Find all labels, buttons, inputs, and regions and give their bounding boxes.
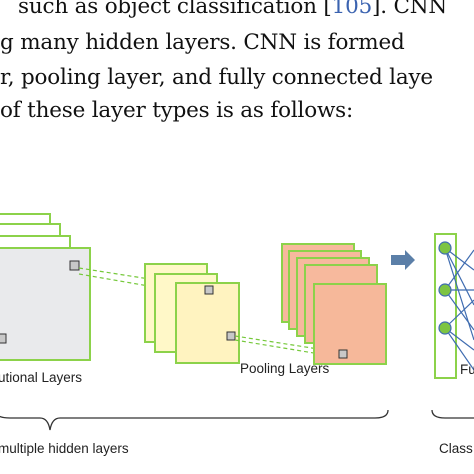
classifier-label: Class <box>439 441 473 456</box>
line-3-text: r, pooling layer, and fully connected la… <box>0 65 433 90</box>
fc-column <box>434 233 457 379</box>
hidden-layers-label: multiple hidden layers <box>0 441 129 456</box>
pool2-marker <box>338 349 348 359</box>
fully-connected-block <box>434 233 474 379</box>
fc-link <box>444 289 474 331</box>
convolutional-stack <box>0 213 91 361</box>
second-pooling-stack <box>281 243 387 365</box>
pooling-stack <box>144 263 240 364</box>
neuron <box>438 283 452 297</box>
pool2-sheet-front <box>313 283 387 365</box>
line-4-text: of these layer types is as follows: <box>0 98 354 123</box>
fc-link <box>444 247 474 341</box>
paragraph-line-1: such as object classification [105]. CNN <box>18 0 447 19</box>
fc-link <box>444 299 474 329</box>
line-2-text: g many hidden layers. CNN is formed <box>0 30 405 55</box>
neuron <box>438 321 452 335</box>
flow-arrow <box>391 250 415 270</box>
pool-marker-top <box>204 285 214 295</box>
conv-kernel-marker-top <box>69 260 80 271</box>
fully-connected-label: Fu <box>460 362 474 377</box>
fc-link <box>444 247 474 306</box>
paragraph-line-2: g many hidden layers. CNN is formed <box>0 30 405 55</box>
paragraph-line-4: of these layer types is as follows: <box>0 98 353 123</box>
pool-marker-bottom <box>226 331 236 341</box>
pooling-layers-label: Pooling Layers <box>240 361 330 376</box>
conv-kernel-marker-bottom <box>0 333 7 344</box>
fc-link <box>444 327 474 371</box>
classifier-brace <box>431 409 474 419</box>
fc-link <box>444 249 474 291</box>
paragraph-line-3: r, pooling layer, and fully connected la… <box>0 65 433 90</box>
hidden-layers-brace <box>0 409 389 431</box>
neuron <box>438 241 452 255</box>
line-1-text: such as object classification [ <box>18 0 332 19</box>
line-1-tail: ]. CNN <box>372 0 447 19</box>
right-arrow-icon <box>391 250 415 270</box>
convolutional-layers-label: utional Layers <box>0 370 82 385</box>
citation-link[interactable]: 105 <box>331 0 373 19</box>
pool-sheet-front <box>175 282 240 364</box>
